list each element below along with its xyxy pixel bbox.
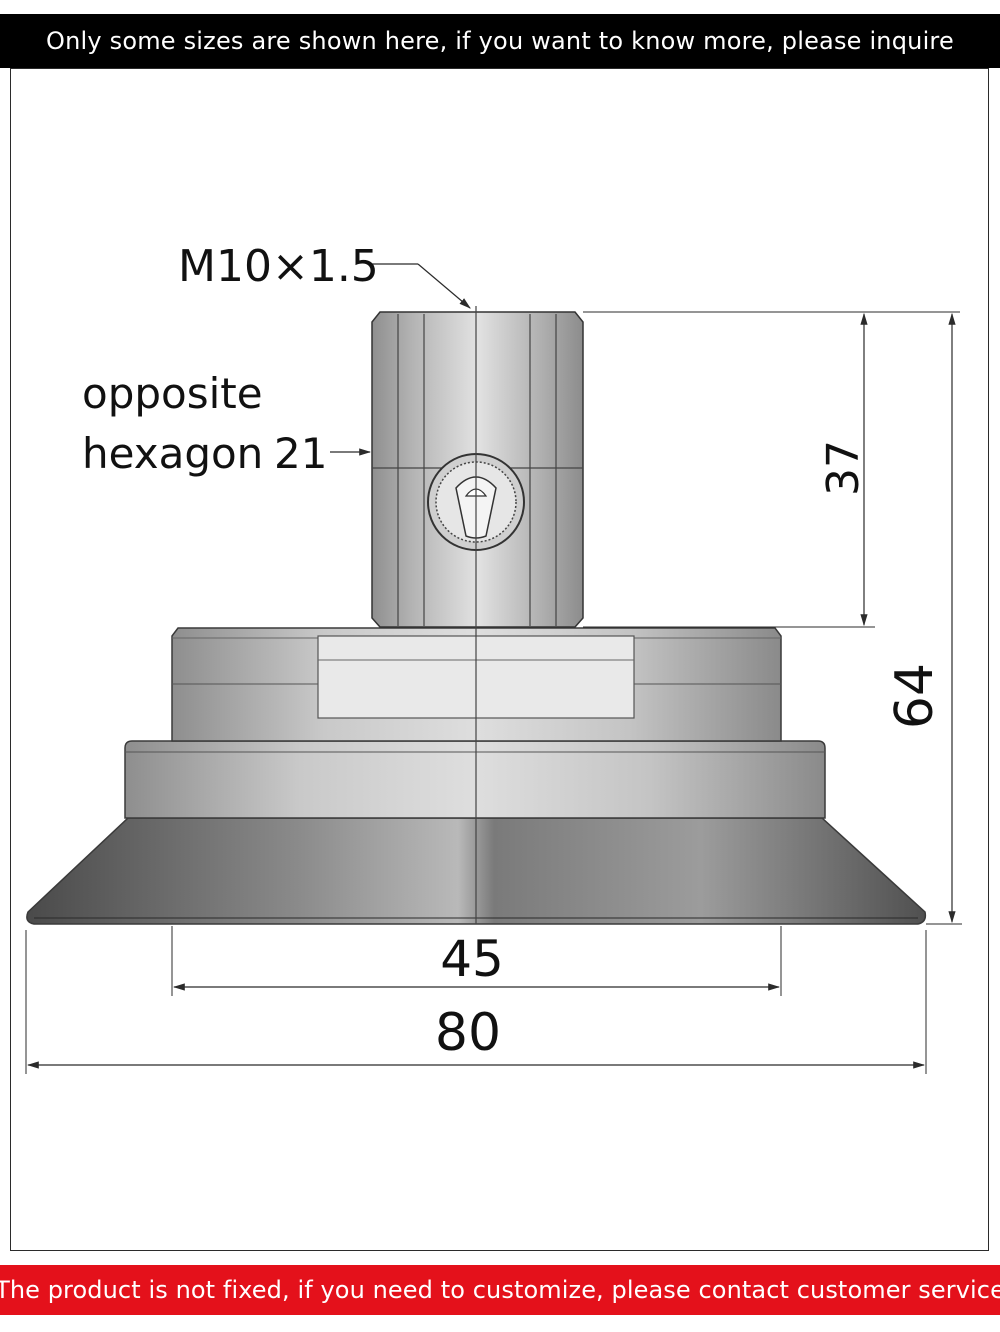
hexagon-label-line1: opposite (82, 369, 263, 418)
top-banner: Only some sizes are shown here, if you w… (0, 14, 1000, 68)
drawing-frame (10, 68, 989, 1251)
hexagon-label-line2: hexagon (82, 429, 263, 478)
top-banner-text: Only some sizes are shown here, if you w… (46, 27, 954, 55)
thread-label: M10×1.5 (178, 241, 379, 292)
hex-nut (371, 311, 584, 628)
dim-outer-diameter-label: 80 (435, 1003, 501, 1063)
hexagon-size-label: 21 (274, 429, 327, 478)
dim-inner-diameter-label: 45 (440, 930, 504, 988)
thread-callout (372, 263, 471, 309)
dim-outer-diameter (25, 930, 927, 1074)
dim-total-height (926, 312, 962, 925)
dim-nut-height-label: 37 (818, 440, 869, 496)
cup-lower-ring (124, 740, 826, 819)
bottom-banner: The product is not fixed, if you need to… (0, 1265, 1000, 1315)
dim-nut-height (583, 311, 960, 628)
dim-total-height-label: 64 (885, 663, 945, 729)
bottom-banner-text: The product is not fixed, if you need to… (0, 1276, 1000, 1304)
dim-inner-diameter (171, 926, 782, 996)
